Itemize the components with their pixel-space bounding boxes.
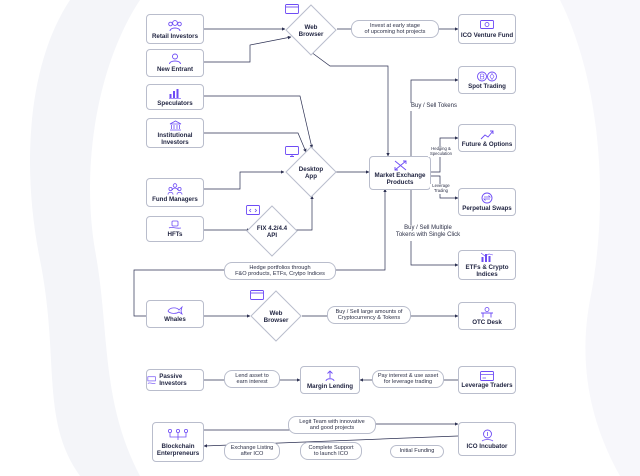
edge-label-lend-asset: Lend asset to earn interest (224, 370, 280, 388)
whale-icon (167, 305, 183, 315)
bar-chart-icon (480, 252, 494, 262)
arrows-exchange-icon (394, 160, 406, 171)
edge-label-leverage-trading: Leverage Trading (430, 183, 452, 194)
institutional-investors-label: Institutional Investors (157, 132, 193, 146)
retail-investors-label: Retail Investors (151, 32, 199, 40)
person-icon (169, 53, 181, 65)
edge-label-initial-funding: Initial Funding (390, 445, 444, 458)
fix-api-label: FIX 4.2/4.4 API (256, 224, 288, 239)
coins-icon (477, 71, 497, 81)
browser-window-icon (250, 290, 264, 300)
edge-label-buy-sell-tokens: Buy / Sell Tokens (404, 103, 464, 111)
node-perpetual-swaps[interactable]: Perpetual Swaps (458, 188, 516, 216)
node-passive-investors[interactable]: Passive Investors (146, 369, 204, 391)
web-browser-bottom-label: Web Browser (263, 309, 289, 324)
node-market-exchange-products[interactable]: Market Exchange Products (369, 156, 431, 190)
edge-label-hedge-portfolios: Hedge portfolios through F&O products, E… (224, 262, 336, 280)
desk-icon (481, 306, 493, 317)
node-whales[interactable]: Whales (146, 300, 204, 328)
node-ico-venture-fund[interactable]: ICO Venture Fund (458, 14, 516, 44)
node-retail-investors[interactable]: Retail Investors (146, 14, 204, 44)
spot-trading-label: Spot Trading (468, 82, 506, 90)
market-exchange-products-label: Market Exchange Products (374, 172, 426, 186)
browser-window-icon (285, 4, 299, 14)
etfs-crypto-indices-label: ETFs & Crypto Indices (465, 264, 509, 278)
coin-hand-icon (481, 429, 493, 441)
node-fix-api[interactable]: FIX 4.2/4.4 API (246, 205, 298, 257)
edge-label-buy-sell-large: Buy / Sell large amounts of Cryptocurren… (327, 306, 411, 324)
node-etfs-crypto-indices[interactable]: ETFs & Crypto Indices (458, 250, 516, 280)
node-new-entrant[interactable]: New Entrant (146, 49, 204, 77)
otc-desk-label: OTC Desk (472, 318, 502, 326)
hand-money-icon (147, 375, 156, 384)
trend-arrow-icon (480, 130, 494, 139)
node-ico-incubator[interactable]: ICO Incubator (458, 422, 516, 456)
fund-managers-label: Fund Managers (152, 195, 198, 203)
edge-label-exchange-listing: Exchange Listing after ICO (224, 442, 280, 460)
perpetual-swaps-label: Perpetual Swaps (462, 205, 512, 212)
team-icon (167, 182, 183, 195)
node-otc-desk[interactable]: OTC Desk (458, 302, 516, 330)
node-hfts[interactable]: HFTs (146, 216, 204, 242)
node-spot-trading[interactable]: Spot Trading (458, 66, 516, 94)
node-margin-lending[interactable]: Margin Lending (300, 366, 360, 394)
bank-icon (169, 120, 181, 131)
blockchain-entrepreneurs-label: Blockchain Enterpreneurs (156, 442, 200, 457)
node-desktop-app[interactable]: Desktop App (285, 146, 337, 198)
edge-label-pay-interest: Pay interest & use asset for leverage tr… (372, 370, 444, 388)
card-icon (480, 371, 494, 381)
code-window-icon (246, 205, 260, 215)
ico-venture-fund-label: ICO Venture Fund (460, 31, 514, 39)
person-up-icon (325, 370, 335, 382)
hand-chip-icon (168, 220, 182, 229)
passive-investors-label: Passive Investors (159, 373, 187, 387)
edge-label-legit-team: Legit Team with innovative and good proj… (288, 416, 376, 434)
coin-screen-icon (480, 19, 494, 29)
network-people-icon (168, 428, 188, 440)
speculators-label: Speculators (157, 99, 193, 107)
node-web-browser-bottom[interactable]: Web Browser (250, 290, 302, 342)
ico-incubator-label: ICO Incubator (466, 442, 508, 450)
chart-bars-icon (169, 88, 181, 99)
edge-label-hedging: Hedging & Speculation (428, 146, 454, 157)
people-group-icon (168, 19, 182, 31)
whales-label: Whales (164, 316, 186, 323)
future-options-label: Future & Options (461, 140, 513, 148)
node-fund-managers[interactable]: Fund Managers (146, 178, 204, 207)
desktop-app-label: Desktop App (298, 165, 324, 180)
new-entrant-label: New Entrant (156, 66, 194, 73)
monitor-icon (285, 146, 299, 157)
swap-coin-icon (481, 192, 493, 204)
edge-label-complete-support: Complete Support to launch ICO (300, 442, 362, 460)
leverage-traders-label: Leverage Traders (461, 382, 513, 389)
node-institutional-investors[interactable]: Institutional Investors (146, 118, 204, 148)
edge-label-invest-early: Invest at early stage of upcoming hot pr… (351, 20, 439, 38)
edge-label-buy-sell-multiple: Buy / Sell Multiple Tokens with Single C… (392, 225, 464, 241)
node-leverage-traders[interactable]: Leverage Traders (458, 366, 516, 394)
node-future-options[interactable]: Future & Options (458, 124, 516, 152)
node-speculators[interactable]: Speculators (146, 84, 204, 110)
node-blockchain-entrepreneurs[interactable]: Blockchain Enterpreneurs (152, 422, 204, 462)
node-web-browser-top[interactable]: Web Browser (285, 4, 337, 56)
hfts-label: HFTs (167, 231, 183, 238)
web-browser-top-label: Web Browser (298, 23, 324, 38)
margin-lending-label: Margin Lending (306, 383, 354, 390)
